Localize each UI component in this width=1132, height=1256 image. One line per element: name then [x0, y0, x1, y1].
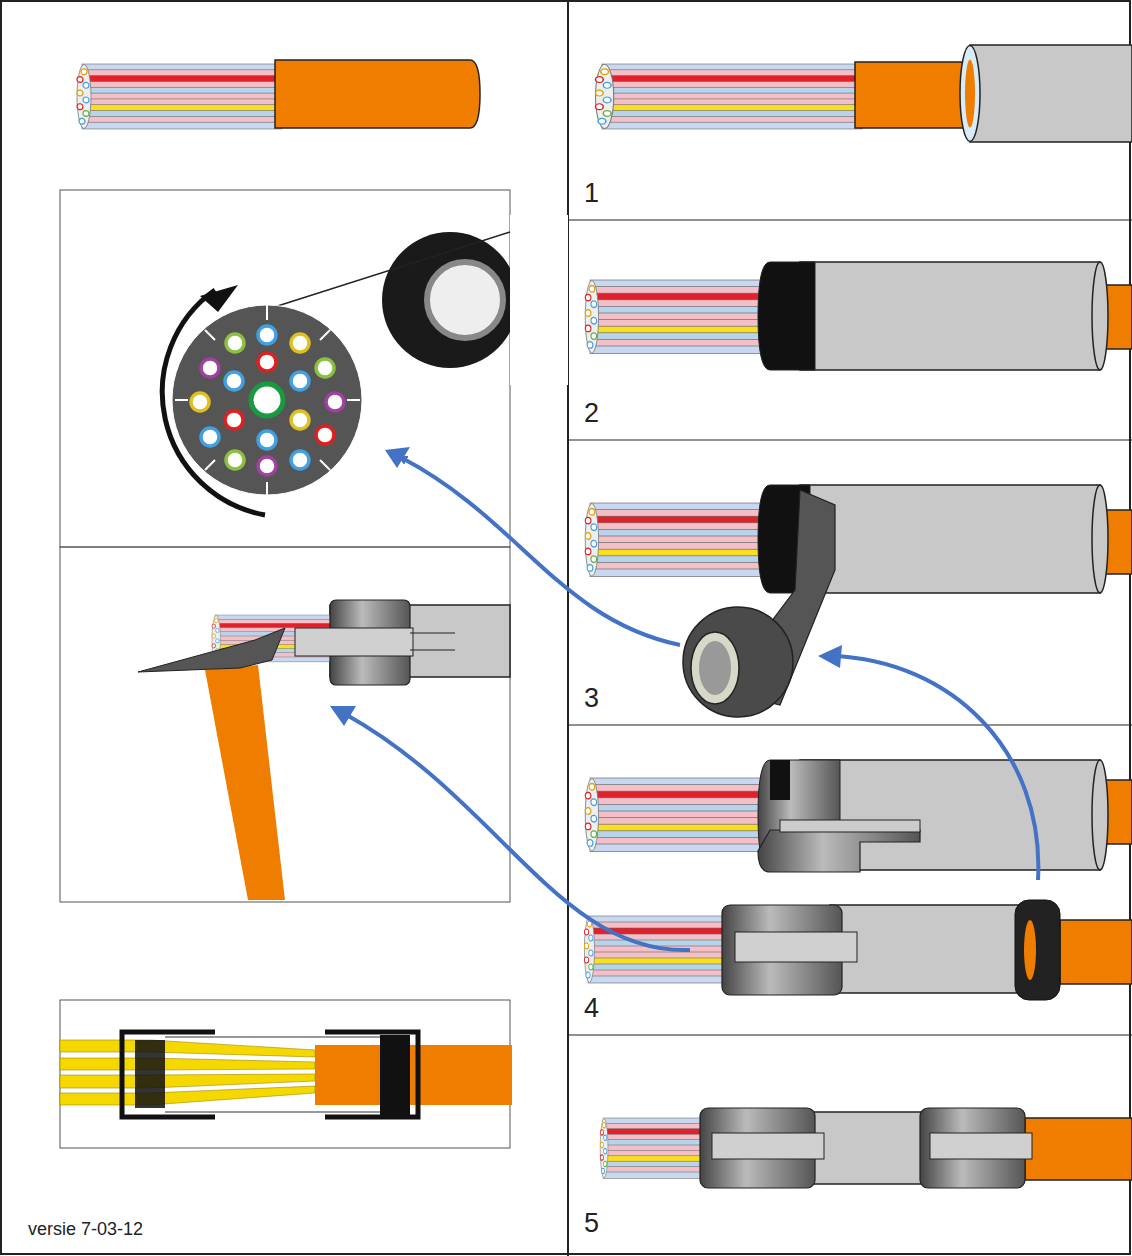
callout-number: 2 — [584, 400, 599, 427]
version-note: versie 7-03-12 — [28, 1220, 143, 1238]
callout-number: 5 — [584, 1210, 599, 1237]
callout-number: 3 — [584, 685, 599, 712]
callout-number: 4 — [584, 995, 599, 1022]
callout-number: 1 — [584, 180, 599, 207]
